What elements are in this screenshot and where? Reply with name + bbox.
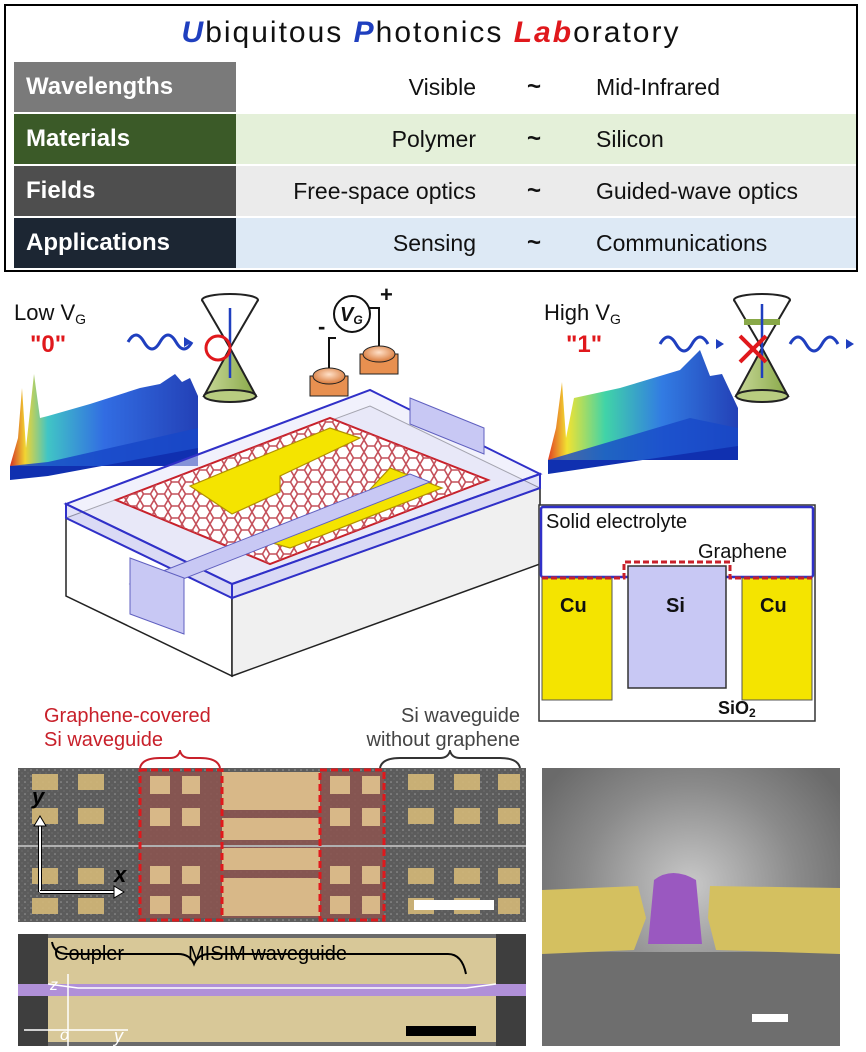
plus-sign: + [380, 282, 393, 307]
sem-misim-image: Coupler MISIM waveguide z o y [18, 934, 526, 1046]
dirac-cone-high-icon [733, 293, 791, 403]
axis-y2-label: y [112, 1026, 124, 1046]
range-to: Communications [596, 230, 768, 256]
sem-top-view-image: y x [18, 768, 526, 922]
row-materials: Materials Polymer ~ Silicon [14, 114, 856, 164]
electrolyte-label: Solid electrolyte [546, 511, 687, 533]
scale-bar [752, 1014, 788, 1022]
axis-o-label: o [60, 1027, 69, 1044]
uncovered-line-1: Si waveguide [401, 705, 520, 727]
low-state-label: "0" [30, 331, 66, 358]
cu-left-label: Cu [560, 595, 587, 617]
range-to: Silicon [596, 126, 664, 152]
range-tilde: ~ [526, 125, 541, 152]
axis-x-label: x [113, 862, 127, 887]
sem-cross-section-image [542, 768, 840, 1046]
misim-label: MISIM waveguide [188, 943, 347, 965]
range-from: Free-space optics [293, 178, 476, 204]
title-initial-p: P [353, 16, 376, 49]
row-applications: Applications Sensing ~ Communications [14, 218, 856, 268]
uncovered-line-2: without graphene [366, 729, 520, 751]
row-fields: Fields Free-space optics ~ Guided-wave o… [14, 166, 856, 216]
range-tilde: ~ [526, 73, 541, 100]
category-label: Materials [14, 114, 236, 164]
incident-wave-icon [658, 335, 710, 353]
si-label: Si [666, 595, 685, 617]
row-bg [236, 114, 856, 164]
category-label: Applications [14, 218, 236, 268]
spectrum-high-plot [548, 350, 738, 474]
lab-title: Ubiquitous Photonics Laboratory [6, 16, 856, 50]
row-bg [236, 166, 856, 216]
spectrum-low-plot [10, 374, 198, 480]
range-to: Guided-wave optics [596, 178, 798, 204]
covered-line-2: Si waveguide [44, 729, 163, 751]
category-label: Wavelengths [14, 62, 236, 112]
range-tilde: ~ [526, 229, 541, 256]
covered-line-1: Graphene-covered [44, 705, 211, 727]
lab-table: Ubiquitous Photonics Laboratory Waveleng… [4, 4, 858, 272]
range-tilde: ~ [526, 177, 541, 204]
cross-section-diagram: Solid electrolyte Graphene Cu Si Cu SiO2 [538, 504, 816, 722]
row-bg [236, 62, 856, 112]
sio2-label: SiO2 [718, 698, 756, 720]
low-vg-label: Low VG [14, 300, 86, 327]
title-initial-lab: Lab [513, 16, 574, 49]
title-rest-u: biquitous [205, 16, 354, 49]
voltage-label: VG [340, 304, 363, 327]
incident-wave-icon [126, 333, 194, 351]
title-initial-u: U [181, 16, 206, 49]
device-illustration: Low VG "0" [10, 282, 854, 678]
uncovered-waveguide-label: Si waveguide without graphene [300, 704, 520, 752]
high-vg-label: High VG [544, 300, 621, 327]
range-to: Mid-Infrared [596, 74, 720, 100]
scale-bar [414, 900, 494, 910]
title-rest-p: hotonics [375, 16, 514, 49]
range-from: Visible [408, 74, 476, 100]
label-brackets [139, 750, 521, 769]
axis-z-label: z [49, 977, 58, 994]
range-from: Polymer [391, 126, 476, 152]
graphene-label: Graphene [698, 541, 787, 563]
row-bg [236, 218, 856, 268]
coupler-label: Coupler [54, 943, 124, 965]
row-wavelengths: Wavelengths Visible ~ Mid-Infrared [14, 62, 856, 112]
scale-bar [406, 1026, 476, 1036]
range-from: Sensing [392, 230, 476, 256]
axis-y-label: y [31, 784, 46, 809]
title-rest-lab: oratory [573, 16, 681, 49]
category-label: Fields [14, 166, 236, 216]
device-block: VG - + [63, 282, 543, 678]
dirac-cone-low-icon [201, 293, 259, 403]
high-state-label: "1" [566, 331, 602, 358]
transmitted-wave-icon [788, 335, 840, 353]
minus-sign: - [318, 314, 325, 339]
graphene-covered-label: Graphene-covered Si waveguide [44, 704, 211, 752]
cu-right-label: Cu [760, 595, 787, 617]
